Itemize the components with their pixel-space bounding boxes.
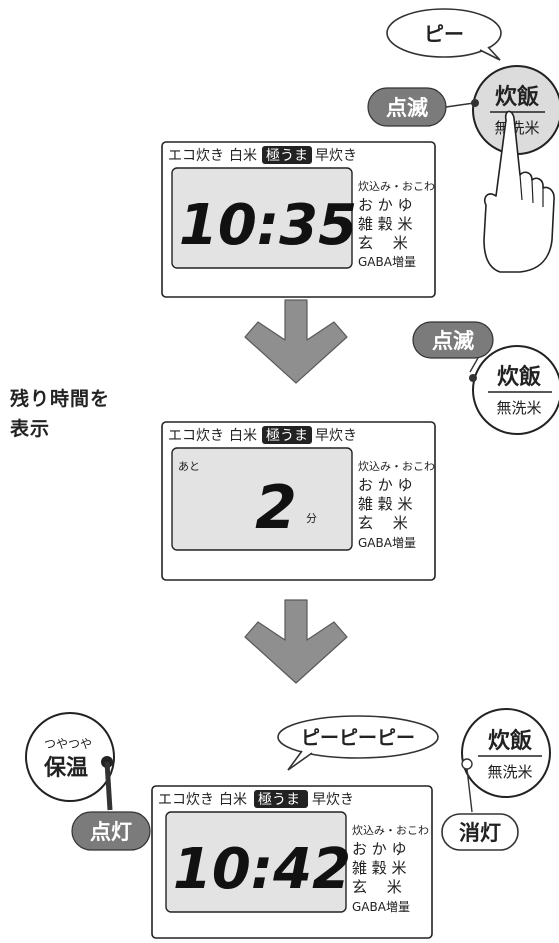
- keep-warm-small-label: つやつや: [44, 737, 92, 751]
- mode-goku-uma-3: 極うま: [258, 792, 300, 808]
- mode-white-rice-2: 白米: [229, 428, 257, 444]
- light-off-label: 消灯: [459, 821, 501, 845]
- remaining-time-note-line1: 残り時間を: [10, 388, 111, 410]
- cook-label-2: 炊飯: [497, 364, 541, 390]
- cook-label-3: 炊飯: [488, 728, 532, 754]
- lcd-time-3: 10:42: [173, 837, 351, 902]
- cook-button-3[interactable]: 炊飯 無洗米: [461, 708, 551, 813]
- sound-text-3: ピーピーピー: [301, 727, 415, 749]
- sound-bubble-3: ピーピーピー: [277, 715, 439, 771]
- cook-label-1: 炊飯: [495, 84, 539, 110]
- course-list-3: 炊込み・おこわ お か ゆ 雑 穀 米 玄 米 GABA増量: [352, 824, 429, 914]
- course-okayu-2: お か ゆ: [358, 476, 413, 494]
- musenmai-label-1: 無洗米: [494, 119, 539, 137]
- course-gaba-2: GABA増量: [358, 536, 416, 550]
- light-on-badge: 点灯: [71, 811, 151, 851]
- mode-quick-3: 早炊き: [312, 792, 354, 808]
- lcd-remaining-value: 2: [255, 473, 297, 543]
- course-okayu-3: お か ゆ: [352, 840, 407, 858]
- course-list-1: 炊込み・おこわ お か ゆ 雑 穀 米 玄 米 GABA増量: [358, 180, 435, 269]
- cook-button-2[interactable]: 炊飯 無洗米: [469, 345, 559, 435]
- light-on-label: 点灯: [90, 820, 132, 844]
- blink-label-1: 点滅: [386, 96, 428, 120]
- course-genmai-3: 玄 米: [352, 878, 402, 896]
- blink-badge-2: 点滅: [412, 321, 494, 373]
- course-gaba-3: GABA増量: [352, 900, 410, 914]
- mode-quick: 早炊き: [315, 148, 357, 164]
- musenmai-label-2: 無洗米: [496, 399, 541, 417]
- lcd-remaining-unit: 分: [306, 512, 317, 525]
- blink-label-2: 点滅: [432, 329, 474, 353]
- keep-warm-button[interactable]: つやつや 保温: [25, 712, 115, 811]
- course-gaba: GABA増量: [358, 255, 416, 269]
- mode-white-rice: 白米: [229, 148, 257, 164]
- course-takikomi-2: 炊込み・おこわ: [358, 460, 435, 473]
- control-panel-1: エコ炊き 白米 極うま 早炊き 10:35 炊込み・おこわ お か ゆ 雑 穀 …: [161, 141, 436, 298]
- remaining-time-note: 残り時間を 表示: [10, 384, 110, 444]
- down-arrow-icon: [244, 599, 348, 684]
- control-panel-2: エコ炊き 白米 極うま 早炊き あと 2 分 炊込み・おこわ お か ゆ 雑 穀…: [161, 421, 436, 581]
- down-arrow-icon: [244, 299, 348, 384]
- lcd-screen-3: [165, 811, 347, 913]
- light-off-badge: 消灯: [441, 813, 519, 851]
- course-genmai-2: 玄 米: [358, 514, 408, 532]
- lcd-remaining-prefix: あと: [178, 460, 200, 473]
- course-zakkoku-2: 雑 穀 米: [358, 495, 413, 513]
- course-zakkoku-3: 雑 穀 米: [352, 859, 407, 877]
- course-okayu: お か ゆ: [358, 196, 413, 214]
- mode-eco-3: エコ炊き: [158, 792, 214, 808]
- control-panel-3: エコ炊き 白米 極うま 早炊き 10:42 炊込み・おこわ お か ゆ 雑 穀 …: [151, 785, 433, 939]
- course-genmai: 玄 米: [358, 234, 408, 252]
- course-list-2: 炊込み・おこわ お か ゆ 雑 穀 米 玄 米 GABA増量: [358, 460, 435, 550]
- musenmai-label-3: 無洗米: [487, 763, 532, 781]
- mode-eco: エコ炊き: [168, 148, 224, 164]
- course-takikomi-3: 炊込み・おこわ: [352, 824, 429, 837]
- lcd-screen-1: [171, 167, 353, 269]
- cook-button-1[interactable]: 炊飯 無洗米: [471, 65, 559, 155]
- lcd-screen-2: [171, 447, 353, 551]
- course-zakkoku: 雑 穀 米: [358, 215, 413, 233]
- mode-quick-2: 早炊き: [315, 428, 357, 444]
- mode-eco-2: エコ炊き: [168, 428, 224, 444]
- mode-white-rice-3: 白米: [219, 792, 247, 808]
- keep-warm-label: 保温: [43, 756, 88, 781]
- mode-goku-uma-2: 極うま: [266, 428, 308, 444]
- sound-text-1: ピー: [424, 22, 464, 46]
- hand-icon: [483, 110, 555, 273]
- blink-badge-1: 点滅: [367, 87, 475, 127]
- remaining-time-note-line2: 表示: [10, 418, 51, 440]
- lcd-time-1: 10:35: [179, 193, 357, 258]
- mode-goku-uma: 極うま: [266, 148, 308, 164]
- course-takikomi: 炊込み・おこわ: [358, 180, 435, 193]
- sound-bubble-1: ピー: [386, 8, 502, 61]
